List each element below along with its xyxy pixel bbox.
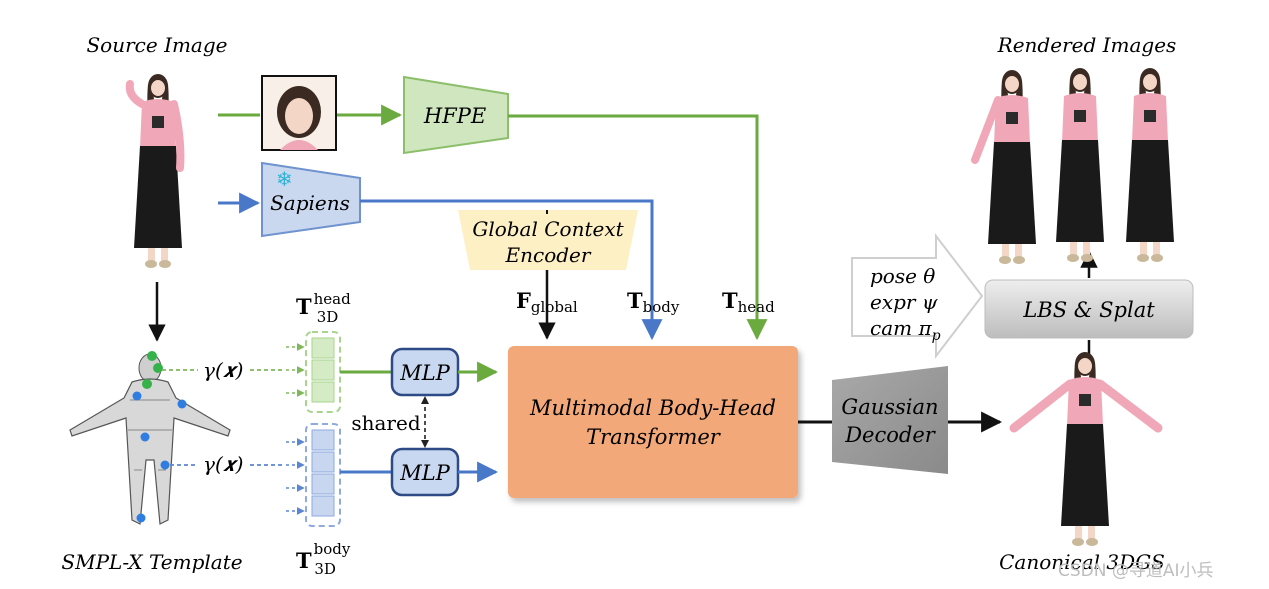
transformer-label-line1: Multimodal Body-Head [529,396,776,420]
rendered-image-3 [1126,68,1174,262]
mlp-body-block: MLP [390,447,460,497]
face-crop-image [261,75,337,151]
shared-label: shared [351,411,420,435]
rendered-image-1 [971,70,1036,264]
head-token-arrows [286,343,305,397]
rendered-images-label: Rendered Images [997,33,1177,57]
source-person-image [125,74,185,268]
canonical-3dgs-image [1009,352,1163,546]
arrow-hfpe-to-transformer [508,114,768,341]
arrow-sapiens-to-transformer [360,199,663,341]
watermark-text: CSDN @寻道AI小兵 [1058,561,1214,581]
smplx-template-label: SMPL-X Template [61,550,242,574]
pos-encoding-head-label: γ(𝒙) [203,358,243,382]
global-context-label-line2: Encoder [505,243,592,267]
expr-psi-label: expr ψ [870,290,938,314]
lbs-splat-block: LBS & Splat [984,279,1194,339]
hfpe-label: HFPE [423,104,486,128]
sapiens-block: ❄ Sapiens [261,161,361,238]
sapiens-label: Sapiens [270,191,350,215]
pos-encoding-body-label: γ(𝒙) [203,452,243,476]
global-context-label-line1: Global Context [472,217,624,241]
canonical-3dgs-label: Canonical 3DGS [999,550,1165,574]
hfpe-block: HFPE [403,75,509,155]
transformer-block: Multimodal Body-Head Transformer [508,346,798,498]
params-arrow-shape: pose θ expr ψ cam πp [851,233,984,359]
pose-theta-label: pose θ [870,264,935,288]
rendered-image-2 [1056,68,1104,262]
body-token-arrows [286,438,305,515]
body-token-stack [305,423,341,527]
f-global-label: Fglobal [516,288,578,316]
lbs-splat-label: LBS & Splat [1022,298,1155,322]
transformer-label-line2: Transformer [586,425,722,449]
gaussian-decoder-label-line2: Decoder [844,423,937,447]
mlp-head-label: MLP [399,361,450,385]
cam-pi-label: cam πp [870,316,941,344]
mlp-head-block: MLP [390,347,460,397]
t-head-label: Thead [722,288,775,316]
mlp-body-label: MLP [399,461,450,485]
global-context-encoder-block: Global Context Encoder [458,210,638,270]
t-body-label: Tbody [627,288,680,316]
source-image-label: Source Image [86,33,227,57]
gaussian-decoder-block: Gaussian Decoder [832,366,948,474]
smplx-template-mesh [69,351,231,525]
head-token-stack [305,331,341,413]
gaussian-decoder-label-line1: Gaussian [841,395,938,419]
frozen-snowflake-icon: ❄ [276,167,293,191]
